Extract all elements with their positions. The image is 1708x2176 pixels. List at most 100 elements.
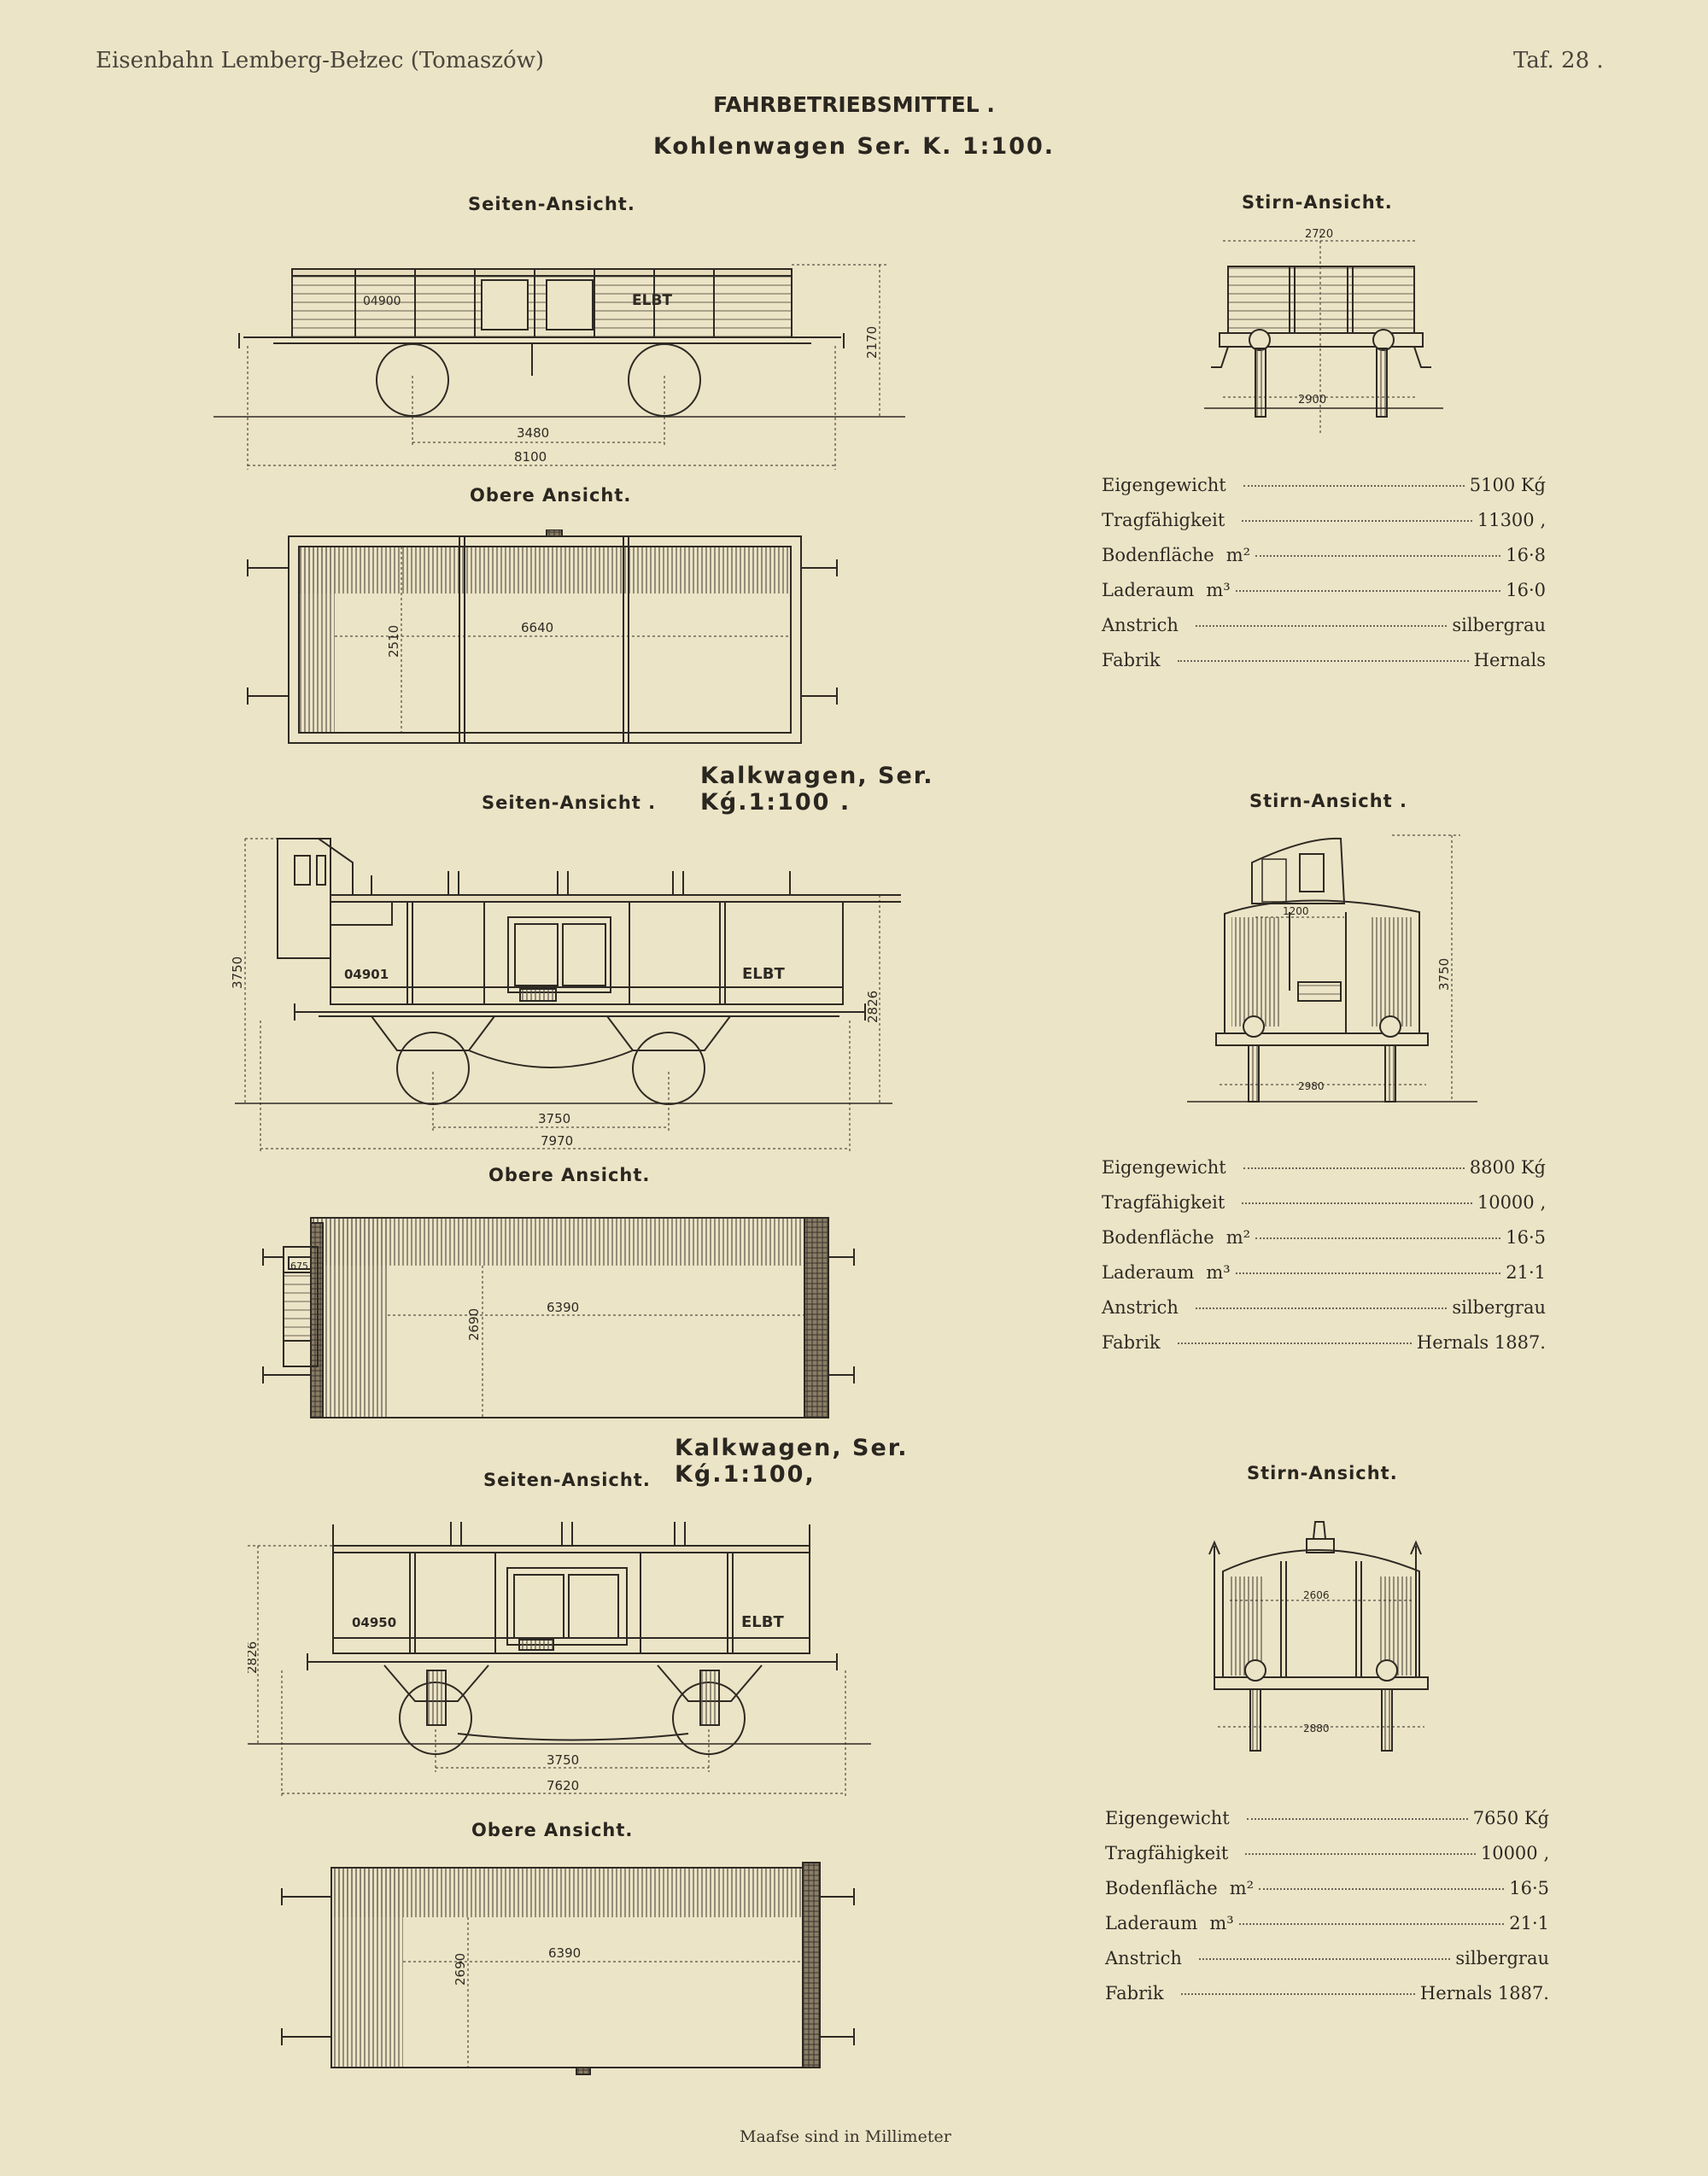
label-top-view-3: Obere Ansicht. [471, 1820, 634, 1840]
spec-row: Anstrich silbergrau [1105, 1948, 1549, 1983]
car-number-3: 04950 [352, 1615, 396, 1630]
dim-inner-length-1: 6640 [521, 620, 553, 635]
spec-value: 8800 Kǵ [1469, 1157, 1546, 1178]
dim-inner-length-2: 6390 [547, 1300, 579, 1315]
dim-end-width-bottom-1: 2900 [1298, 394, 1326, 407]
label-top-view-2: Obere Ansicht. [488, 1165, 651, 1185]
dim-end-height-2: 3750 [1436, 958, 1452, 991]
section-title-kohlenwagen: Kohlenwagen Ser. K. 1:100. [652, 133, 1056, 160]
dim-end-width-top-3: 2606 [1303, 1589, 1330, 1601]
spec-value: silbergrau [1455, 1948, 1549, 1968]
spec-value: 11300 ‚ [1477, 510, 1546, 530]
spec-value: silbergrau [1452, 615, 1546, 635]
spec-value: 21·1 [1506, 1262, 1546, 1283]
spec-value: Hernals [1473, 650, 1546, 670]
spec-value: 21·1 [1509, 1913, 1549, 1933]
spec-label: Tragfähigkeit [1102, 510, 1225, 530]
dim-length-3: 7620 [547, 1778, 579, 1793]
kalkwagen-top-view-drawing: 6390 2690 [281, 1862, 855, 2075]
label-side-view-2: Seiten-Ansicht . [482, 793, 657, 813]
spec-row: Tragfähigkeit 11300 ‚ [1102, 510, 1546, 545]
spec-row: Laderaum m³ 16·0 [1102, 580, 1546, 615]
spec-row: Fabrik Hernals 1887. [1102, 1332, 1546, 1367]
kalkwagen-cab-side-view-drawing: 04901 ELBT 3750 7970 3750 2826 [230, 838, 901, 1153]
spec-row: Eigengewicht 7650 Kǵ [1105, 1808, 1549, 1843]
spec-value: 16·5 [1509, 1878, 1549, 1898]
spec-value: silbergrau [1452, 1297, 1546, 1318]
dim-end-cab-width-2: 1200 [1283, 905, 1309, 917]
spec-row: Fabrik Hernals [1102, 650, 1546, 685]
kalkwagen-cab-end-view-drawing: 1200 2980 3750 [1187, 834, 1477, 1103]
spec-label: Fabrik [1102, 1332, 1161, 1353]
section-title-kalkwagen-1: Kalkwagen, Ser. Kǵ.1:100 . [700, 763, 934, 816]
spec-row: Laderaum m³ 21·1 [1105, 1913, 1549, 1948]
spec-unit: m³ [1206, 1262, 1231, 1283]
page-title: FAHRBETRIEBSMITTEL . [713, 92, 995, 117]
spec-value: 16·0 [1506, 580, 1546, 600]
spec-label: Anstrich [1105, 1948, 1182, 1968]
spec-value: 10000 ‚ [1477, 1192, 1546, 1213]
spec-value: 7650 Kǵ [1472, 1808, 1549, 1828]
dim-inner-width-1: 2510 [386, 625, 401, 658]
spec-label: Bodenfläche [1102, 1227, 1214, 1248]
dim-inner-width-2: 2690 [466, 1308, 482, 1341]
spec-unit: m² [1225, 545, 1251, 565]
kalkwagen-cab-top-view-drawing: 6390 2690 675 [262, 1217, 855, 1418]
spec-value: Hernals 1887. [1416, 1332, 1546, 1353]
spec-value: 10000 ‚ [1480, 1843, 1549, 1863]
kohlenwagen-top-view-drawing: 6640 2510 [247, 529, 838, 744]
dim-wheelbase-2: 3750 [538, 1111, 570, 1126]
dim-height-1: 2170 [864, 326, 880, 359]
dim-end-width-top-1: 2720 [1305, 228, 1333, 241]
spec-value: 16·8 [1506, 545, 1546, 565]
spec-label: Laderaum [1102, 580, 1195, 600]
car-mark-1: ELBT [632, 292, 672, 309]
spec-value: Hernals 1887. [1419, 1983, 1549, 2003]
dim-inner-length-3: 6390 [548, 1945, 581, 1961]
spec-row: Anstrich silbergrau [1102, 1297, 1546, 1332]
spec-label: Bodenfläche [1102, 545, 1214, 565]
label-end-view-3: Stirn-Ansicht. [1247, 1463, 1398, 1483]
dim-length-2: 7970 [541, 1133, 573, 1149]
label-end-view-1: Stirn-Ansicht. [1242, 192, 1393, 213]
dim-inner-width-3: 2690 [453, 1953, 468, 1986]
spec-value: 16·5 [1506, 1227, 1546, 1248]
spec-row: Anstrich silbergrau [1102, 615, 1546, 650]
spec-label: Eigengewicht [1105, 1808, 1230, 1828]
car-number-2: 04901 [344, 967, 389, 982]
spec-label: Tragfähigkeit [1102, 1192, 1225, 1213]
spec-row: Bodenfläche m² 16·8 [1102, 545, 1546, 580]
spec-label: Fabrik [1102, 650, 1161, 670]
footer-note: Maafse sind in Millimeter [740, 2127, 951, 2146]
dim-height-3: 2826 [248, 1641, 260, 1674]
spec-label: Laderaum [1105, 1913, 1198, 1933]
spec-label: Bodenfläche [1105, 1878, 1218, 1898]
car-mark-3: ELBT [741, 1613, 784, 1631]
label-side-view-1: Seiten-Ansicht. [468, 194, 635, 214]
kalkwagen-end-view-drawing: 2606 2880 [1208, 1521, 1429, 1752]
dim-end-width-bottom-2: 2980 [1298, 1080, 1325, 1092]
dim-wheelbase-1: 3480 [517, 425, 549, 441]
dim-wheelbase-3: 3750 [547, 1752, 579, 1768]
dim-end-width-bottom-3: 2880 [1303, 1723, 1330, 1734]
spec-value: 5100 Kǵ [1469, 475, 1546, 495]
spec-unit: m³ [1209, 1913, 1234, 1933]
label-end-view-2: Stirn-Ansicht . [1249, 791, 1408, 811]
spec-unit: m³ [1206, 580, 1231, 600]
label-top-view-1: Obere Ansicht. [470, 485, 632, 506]
railway-name: Eisenbahn Lemberg-Bełzec (Tomaszów) [96, 48, 545, 73]
spec-label: Anstrich [1102, 615, 1179, 635]
dim-total-height-2: 3750 [230, 956, 245, 989]
car-mark-2: ELBT [742, 965, 785, 983]
spec-label: Anstrich [1102, 1297, 1179, 1318]
